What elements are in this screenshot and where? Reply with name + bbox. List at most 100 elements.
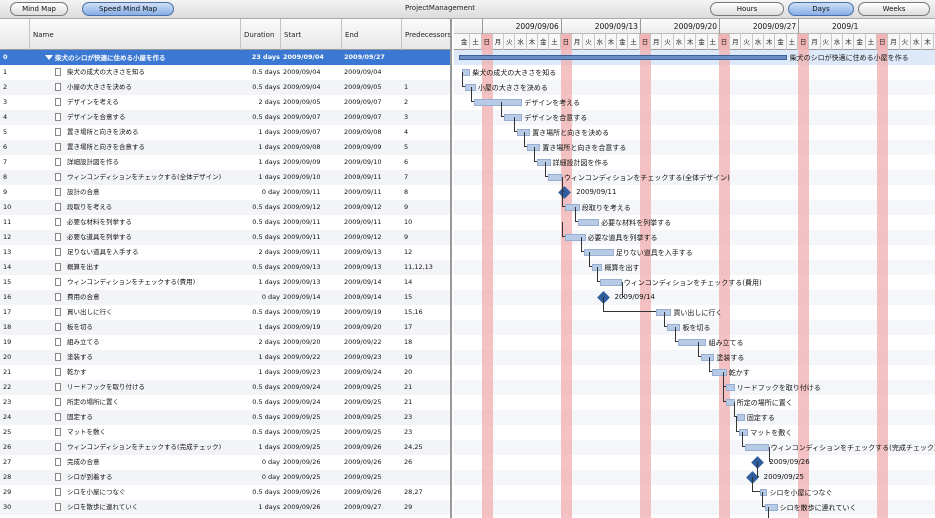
task-start[interactable]: 2009/09/14 <box>283 293 321 301</box>
task-predecessors[interactable]: 14 <box>404 278 413 286</box>
task-predecessors[interactable]: 15,16 <box>404 308 423 316</box>
task-end[interactable]: 2009/09/09 <box>344 143 382 151</box>
gantt-task-bar[interactable] <box>462 69 471 76</box>
task-start[interactable]: 2009/09/19 <box>283 323 321 331</box>
task-predecessors[interactable]: 15 <box>404 293 413 301</box>
task-predecessors[interactable]: 17 <box>404 323 413 331</box>
task-end[interactable]: 2009/09/07 <box>344 113 382 121</box>
task-name[interactable]: 費用の合意 <box>67 293 100 301</box>
gantt-task-bar[interactable] <box>600 279 622 286</box>
task-start[interactable]: 2009/09/25 <box>283 413 321 421</box>
gantt-task-bar[interactable] <box>744 444 769 451</box>
task-start[interactable]: 2009/09/04 <box>283 83 321 91</box>
gantt-task-bar[interactable] <box>712 369 727 376</box>
task-duration[interactable]: 1 days <box>258 128 280 136</box>
task-duration[interactable]: 0.5 days <box>252 68 280 76</box>
gantt-task-bar[interactable] <box>536 159 551 166</box>
task-start[interactable]: 2009/09/11 <box>283 248 321 256</box>
task-predecessors[interactable]: 7 <box>404 173 409 181</box>
task-start[interactable]: 2009/09/10 <box>283 173 321 181</box>
task-name[interactable]: 足りない道具を入手する <box>67 248 139 256</box>
task-end[interactable]: 2009/09/13 <box>344 248 382 256</box>
task-predecessors[interactable]: 19 <box>404 353 413 361</box>
task-name[interactable]: シロを小屋につなぐ <box>67 488 126 496</box>
task-end[interactable]: 2009/09/11 <box>344 218 382 226</box>
task-name[interactable]: 固定する <box>67 413 93 421</box>
task-end[interactable]: 2009/09/24 <box>344 368 382 376</box>
task-end[interactable]: 2009/09/11 <box>344 173 382 181</box>
task-end[interactable]: 2009/09/25 <box>344 428 382 436</box>
task-predecessors[interactable]: 9 <box>404 233 409 241</box>
task-predecessors[interactable] <box>404 50 450 65</box>
task-predecessors[interactable]: 6 <box>404 158 409 166</box>
task-start[interactable]: 2009/09/08 <box>283 143 321 151</box>
gantt-task-bar[interactable] <box>678 339 707 346</box>
gantt-task-bar[interactable] <box>765 504 778 511</box>
task-name[interactable]: 置き場所と向きを合意する <box>67 143 145 151</box>
task-duration[interactable]: 1 days <box>258 353 280 361</box>
task-predecessors[interactable]: 26 <box>404 458 413 466</box>
task-end[interactable]: 2009/09/25 <box>344 383 382 391</box>
task-name[interactable]: 完成の合意 <box>67 458 100 466</box>
task-duration[interactable]: 0.5 days <box>252 83 280 91</box>
task-start[interactable]: 2009/09/22 <box>283 353 321 361</box>
task-predecessors[interactable]: 2 <box>404 98 409 106</box>
task-duration[interactable]: 0.5 days <box>252 413 280 421</box>
task-duration[interactable]: 0 day <box>261 473 280 481</box>
task-name[interactable]: シロが到着する <box>67 473 113 481</box>
task-duration[interactable]: 0.5 days <box>252 263 280 271</box>
task-end[interactable]: 2009/09/23 <box>344 353 382 361</box>
task-name[interactable]: 必要な道具を列挙する <box>67 233 132 241</box>
task-start[interactable]: 2009/09/11 <box>283 233 321 241</box>
task-name[interactable]: デザインを合意する <box>67 113 126 121</box>
task-predecessors[interactable]: 23 <box>404 428 413 436</box>
disclosure-triangle-icon[interactable] <box>45 55 53 60</box>
task-duration[interactable]: 0.5 days <box>252 383 280 391</box>
gantt-task-bar[interactable] <box>759 489 768 496</box>
task-duration[interactable]: 0.5 days <box>252 428 280 436</box>
task-name[interactable]: 設計の合意 <box>67 188 100 196</box>
task-start[interactable]: 2009/09/24 <box>283 398 321 406</box>
gantt-task-bar[interactable] <box>584 249 614 256</box>
task-end[interactable]: 2009/09/14 <box>344 293 382 301</box>
name-column-header[interactable]: Name <box>30 19 241 50</box>
task-duration[interactable]: 1 days <box>258 173 280 181</box>
task-duration[interactable]: 1 days <box>258 368 280 376</box>
task-duration[interactable]: 0 day <box>261 293 280 301</box>
task-end[interactable]: 2009/09/05 <box>344 83 382 91</box>
task-duration[interactable]: 2 days <box>258 98 280 106</box>
task-start[interactable]: 2009/09/19 <box>283 308 321 316</box>
task-duration[interactable]: 0.5 days <box>252 113 280 121</box>
gantt-task-bar[interactable] <box>516 129 531 136</box>
task-duration[interactable]: 0 day <box>261 458 280 466</box>
task-name[interactable]: 柴犬のシロが快適に住める小屋を作る <box>45 50 240 65</box>
task-name[interactable]: シロを散歩に連れていく <box>67 503 139 511</box>
task-end[interactable]: 2009/09/12 <box>344 203 382 211</box>
gantt-task-bar[interactable] <box>565 234 586 241</box>
gantt-task-bar[interactable] <box>464 84 476 91</box>
id-column-header[interactable] <box>0 19 30 50</box>
task-start[interactable]: 2009/09/09 <box>283 158 321 166</box>
task-duration[interactable]: 1 days <box>258 158 280 166</box>
task-start[interactable]: 2009/09/26 <box>283 458 321 466</box>
task-predecessors[interactable]: 1 <box>404 83 409 91</box>
task-start[interactable]: 2009/09/12 <box>283 203 321 211</box>
task-predecessors[interactable]: 12 <box>404 248 413 256</box>
task-start[interactable]: 2009/09/26 <box>283 503 321 511</box>
mindmap-button[interactable]: Mind Map <box>10 2 68 16</box>
task-start[interactable]: 2009/09/26 <box>283 488 321 496</box>
task-duration[interactable]: 2 days <box>258 248 280 256</box>
